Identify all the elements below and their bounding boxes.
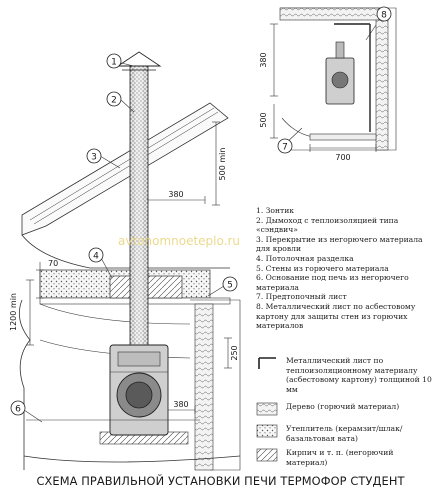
- callout-8: 8: [376, 6, 392, 22]
- inset-detail: 380 500 700 7 8: [259, 6, 397, 162]
- brick-symbol: [256, 448, 278, 462]
- dim-380-bottom: 380: [173, 400, 188, 409]
- wooden-wall: [194, 303, 214, 471]
- callout-4: 4: [88, 247, 104, 263]
- stove: [109, 344, 169, 436]
- roof: [21, 102, 230, 269]
- callout-2: 2: [106, 91, 122, 107]
- legend-item: 2. Дымоход с теплоизоляцией типа «сэндви…: [256, 215, 399, 235]
- svg-text:7: 7: [282, 143, 288, 153]
- metal-sheet-symbol: [258, 357, 276, 369]
- legend-item: 6. Основание под печь из негорючего мате…: [256, 273, 409, 292]
- svg-text:2: 2: [111, 96, 117, 106]
- dimension-lines: [26, 121, 232, 414]
- dimension-labels: 380 500 min 70 1200 min 250 380: [9, 148, 239, 409]
- dim-70: 70: [48, 259, 58, 268]
- svg-text:6: 6: [15, 405, 21, 415]
- inset-stove-sheet: [309, 133, 377, 141]
- legend-item: 8. Металлический лист по асбестовому кар…: [256, 301, 416, 331]
- callout-3: 3: [86, 148, 102, 164]
- diagram-caption: СХЕМА ПРАВИЛЬНОЙ УСТАНОВКИ ПЕЧИ ТЕРМОФОР…: [36, 474, 405, 488]
- dim-500-min: 500 min: [218, 148, 227, 181]
- svg-text:5: 5: [227, 281, 233, 291]
- dim-250: 250: [230, 345, 239, 360]
- svg-text:1: 1: [111, 58, 117, 68]
- numbered-legend: 1. Зонтик 2. Дымоход с теплоизоляцией ти…: [256, 206, 438, 331]
- legend-item: 5. Стены из горючего материала: [256, 263, 389, 273]
- legend-item: 3. Перекрытие из негорючего материала дл…: [256, 234, 423, 254]
- svg-text:8: 8: [381, 11, 387, 21]
- svg-text:4: 4: [93, 252, 99, 262]
- inset-dim-380: 380: [259, 52, 268, 67]
- inset-dim-700: 700: [335, 153, 350, 162]
- walls: [18, 299, 241, 471]
- legend-item: 4. Потолочная разделка: [256, 253, 354, 263]
- wood-symbol: [256, 402, 278, 416]
- callout-5: 5: [222, 276, 238, 292]
- insulation-symbol: [256, 424, 278, 438]
- watermark: avtonomnoeteplo.ru: [118, 234, 240, 248]
- svg-text:3: 3: [91, 153, 97, 163]
- callouts: 1 2 3 4 5 6: [10, 53, 238, 416]
- dim-1200-min: 1200 min: [9, 293, 18, 331]
- legend-item: 1. Зонтик: [256, 206, 295, 215]
- dim-380-top: 380: [168, 190, 183, 199]
- callout-6: 6: [10, 400, 26, 416]
- callout-7: 7: [277, 138, 293, 154]
- inset-dim-500: 500: [259, 112, 268, 127]
- chimney-cap: [116, 51, 162, 67]
- callout-1: 1: [106, 53, 122, 69]
- legend-item: 7. Предтопочный лист: [256, 292, 347, 302]
